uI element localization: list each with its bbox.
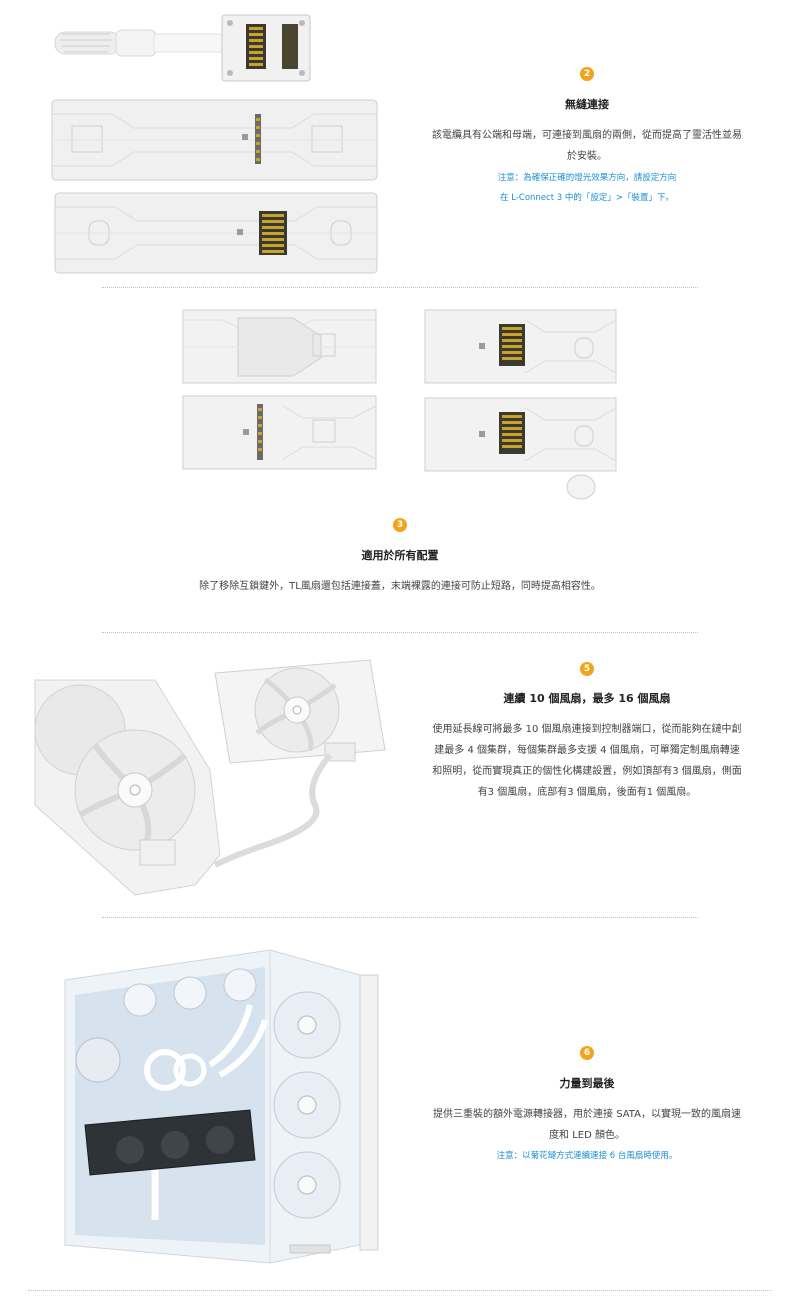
section-6-paragraph-line: 度和 LED 顏色。 [549,1130,625,1141]
section-2-note-line: 注意：為確保正確的燈光效果方向，請設定方向 [497,173,677,183]
section-5-paragraph-line: 建最多 4 個集群，每個集群最多支援 4 個風扇，可單獨定制風扇轉速 [434,745,740,756]
section-2-paragraph-line: 於安裝。 [567,151,607,162]
connection-cover-image-4 [424,397,617,500]
connector-cable-image [54,14,311,82]
fan-frame-bottom-image [54,192,378,274]
section-5-paragraph-line: 和照明，從而實現真正的個性化構建設置，例如頂部有3 個風扇，側面 [432,766,742,777]
section-2-note-line: 在 L-Connect 3 中的「設定」>「裝置」下。 [500,193,674,203]
section-2-paragraph: 該電纜具有公端和母端，可連接到風扇的兩側，從而提高了靈活性並易 於安裝。 [392,125,782,167]
connection-cover-image-1 [182,309,377,384]
section-5-paragraph-line: 有3 個風扇，底部有3 個風扇，後面有1 個風扇。 [477,787,697,798]
divider-3 [102,917,698,918]
section-3-number-badge: 3 [393,518,407,532]
section-5-number-badge: 5 [580,662,594,676]
section-5-paragraph: 使用延長線可將最多 10 個風扇連接到控制器端口，從而能夠在鏈中創 建最多 4 … [392,719,782,803]
fan-frame-top-image [51,99,378,181]
section-2-note: 注意：為確保正確的燈光效果方向，請設定方向 在 L-Connect 3 中的「設… [437,168,737,208]
section-3-paragraph: 除了移除互鎖鍵外，TL風扇還包括連接蓋，末端裸露的連接可防止短路，同時提高相容性… [199,581,601,592]
fan-chain-image [34,659,386,896]
divider-2 [102,632,698,633]
section-5-paragraph-line: 使用延長線可將最多 10 個風扇連接到控制器端口，從而能夠在鏈中創 [432,724,742,735]
section-6-number-badge: 6 [580,1046,594,1060]
section-5-title: 連續 10 個風扇，最多 16 個風扇 [503,692,671,705]
section-6-title: 力量到最後 [559,1077,615,1090]
connection-cover-image-3 [182,395,377,470]
divider-1 [102,287,698,288]
section-6-paragraph: 提供三重裝的額外電源轉接器，用於連接 SATA，以實現一致的風扇速 度和 LED… [392,1104,782,1146]
divider-4 [28,1290,772,1291]
section-6-note: 注意：以菊花鏈方式連續連接 6 台風扇時使用。 [496,1151,678,1161]
pc-case-image [64,949,379,1264]
section-3-title: 適用於所有配置 [361,549,439,562]
section-6-paragraph-line: 提供三重裝的額外電源轉接器，用於連接 SATA，以實現一致的風扇速 [433,1109,741,1120]
connection-cover-image-2 [424,309,617,384]
section-2-paragraph-line: 該電纜具有公端和母端，可連接到風扇的兩側，從而提高了靈活性並易 [432,130,742,141]
section-2-title: 無縫連接 [565,98,609,111]
section-2-number-badge: 2 [580,67,594,81]
